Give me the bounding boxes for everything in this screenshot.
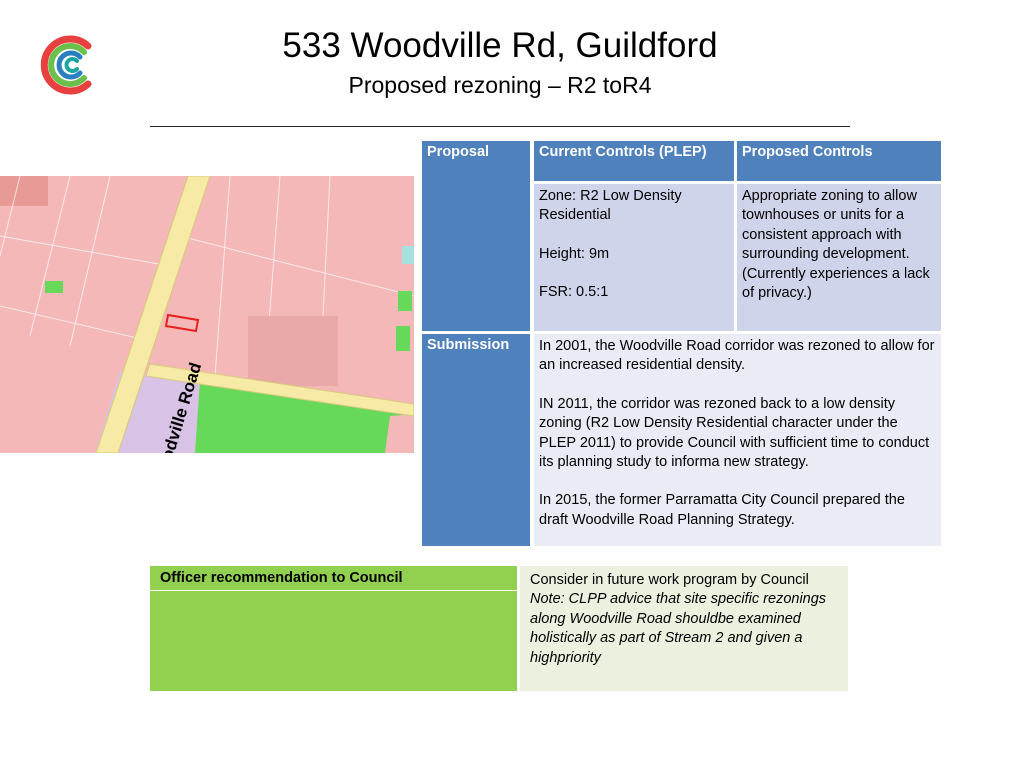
submission-cell: In 2001, the Woodville Road corridor was… <box>534 334 941 546</box>
submission-label: Submission <box>422 334 530 546</box>
current-fsr: FSR: 0.5:1 <box>539 284 609 301</box>
recommendation-label: Officer recommendation to Council <box>150 566 517 590</box>
current-controls-cell: Zone: R2 Low Density Residential Height:… <box>534 184 734 331</box>
council-logo <box>38 32 100 98</box>
header-proposal: Proposal <box>422 141 530 331</box>
current-zone: Zone: R2 Low Density Residential <box>539 188 682 224</box>
recommendation-text: Consider in future work program by Counc… <box>530 572 809 588</box>
header-proposed-controls: Proposed Controls <box>737 141 941 181</box>
header-current-controls: Current Controls (PLEP) <box>534 141 734 181</box>
current-height: Height: 9m <box>539 245 610 262</box>
proposed-controls-cell: Appropriate zoning to allow townhouses o… <box>737 184 941 331</box>
page-subtitle: Proposed rezoning – R2 toR4 <box>348 72 652 98</box>
recommendation-label-fill <box>150 591 517 691</box>
site-map: Woodville Road <box>0 176 414 453</box>
submission-paragraph: In 2001, the Woodville Road corridor was… <box>539 338 935 374</box>
recommendation-cell: Consider in future work program by Counc… <box>520 566 848 691</box>
title-divider <box>150 126 850 127</box>
page-title: 533 Woodville Rd, Guildford <box>282 26 718 65</box>
submission-paragraph: In 2015, the former Parramatta City Coun… <box>539 492 905 528</box>
recommendation-note: Note: CLPP advice that site specific rez… <box>530 591 827 666</box>
submission-paragraph: IN 2011, the corridor was rezoned back t… <box>539 395 930 471</box>
